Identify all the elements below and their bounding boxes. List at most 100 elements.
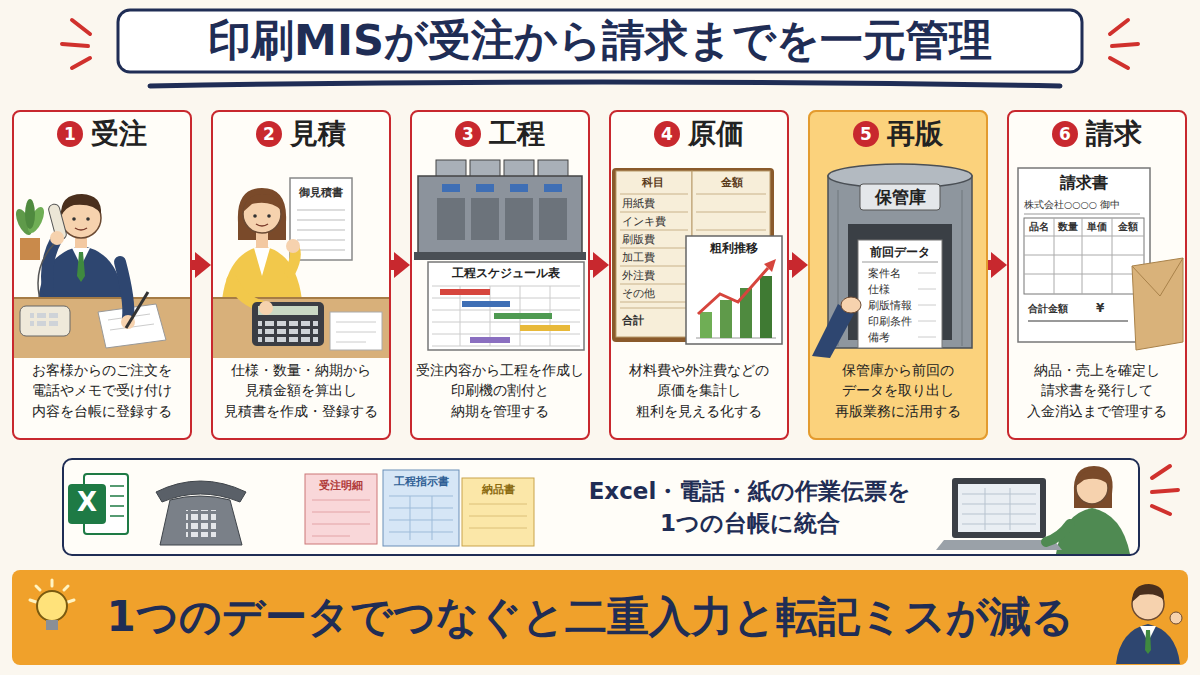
accent-marks <box>62 44 88 46</box>
ledger-figure <box>696 194 766 195</box>
illustration-label: 前回データ <box>858 245 942 259</box>
lightbulb-icon <box>30 600 36 602</box>
illustration-label: その他 <box>622 287 686 300</box>
press-figure <box>414 252 586 260</box>
card-ground <box>410 110 590 440</box>
ledger-figure <box>620 284 688 285</box>
invoice-figure <box>1024 274 1144 275</box>
flow-arrow <box>391 260 396 270</box>
paper-slip-icons <box>469 528 527 529</box>
order-taker-figure <box>86 217 90 221</box>
estimator-figure <box>286 239 300 253</box>
estimator-figure <box>256 232 268 248</box>
press-figure <box>432 298 580 299</box>
accent-marks <box>1110 58 1128 68</box>
accent-marks <box>72 20 90 34</box>
laptop-worker-figure <box>936 466 1130 554</box>
illustration-label: 保管庫 <box>860 187 940 207</box>
storage-figure <box>858 240 942 348</box>
illustration-label: 御見積書 <box>290 186 352 199</box>
paper-slip-icons <box>312 536 350 537</box>
title-banner <box>118 10 1082 86</box>
step-heading: 受注 <box>91 119 147 150</box>
estimator-figure <box>336 332 376 333</box>
estimator-figure <box>254 248 270 276</box>
illustration-label: ¥ <box>1096 301 1112 315</box>
laptop-worker-figure <box>962 504 1036 505</box>
paper-slip-icons <box>312 500 370 501</box>
lightbulb-icon <box>36 586 40 590</box>
estimator-figure <box>330 312 382 350</box>
flow-arrow <box>590 260 595 270</box>
estimator-figure <box>297 230 345 231</box>
title-banner <box>150 82 1060 86</box>
illustration-label: 用紙費 <box>622 197 686 210</box>
illustration-label: 刷版費 <box>622 233 686 246</box>
estimator-figure <box>238 188 286 240</box>
presenter-figure <box>1170 612 1182 624</box>
paper-slip-icons <box>432 496 433 540</box>
press-figure <box>432 322 580 323</box>
ledger-figure <box>620 212 688 213</box>
presenter-figure <box>1116 624 1180 664</box>
accent-marks <box>1152 466 1170 478</box>
storage-figure <box>862 262 938 263</box>
step-heading: 請求 <box>1086 119 1142 150</box>
ledger-figure <box>696 212 766 213</box>
panel-ground <box>62 458 1140 556</box>
ledger-figure <box>720 300 732 338</box>
illustration-label: 数量 <box>1054 221 1082 232</box>
press-figure <box>539 198 567 240</box>
laptop-worker-figure <box>962 494 1036 495</box>
step-description: 納品・売上を確定し 請求書を発行して 入金消込まで管理する <box>1009 360 1185 429</box>
estimator-figure <box>213 178 389 358</box>
laptop-worker-figure <box>1074 466 1113 508</box>
presenter-figure <box>1145 630 1151 654</box>
invoice-figure <box>1018 168 1183 350</box>
accent-marks <box>72 58 90 68</box>
paper-slip-icons <box>469 504 527 505</box>
ledger-figure <box>764 259 776 272</box>
storage-figure <box>918 305 936 306</box>
press-figure <box>428 262 584 350</box>
invoice-figure <box>1024 255 1144 256</box>
laptop-worker-figure <box>962 524 1036 525</box>
invoice-figure <box>1132 258 1183 350</box>
estimator-figure <box>258 318 318 342</box>
order-taker-figure <box>120 262 128 318</box>
estimator-figure <box>336 322 376 323</box>
step-heading: 見積 <box>290 119 346 150</box>
invoice-figure <box>1024 218 1144 294</box>
illustration-label: X <box>68 487 106 518</box>
telephone-icon <box>156 481 246 545</box>
paper-slip-icons <box>469 516 527 517</box>
step-card: 1受注お客様からのご注文を 電話やメモで受け付け 内容を台帳に登録する <box>12 110 192 440</box>
illustration-label: 印刷条件 <box>868 315 928 328</box>
order-taker-figure <box>75 228 87 230</box>
estimator-figure <box>253 214 257 218</box>
illustration-label: 工程スケジュール表 <box>428 266 584 280</box>
flow-arrow <box>988 260 993 270</box>
step-description: お客様からのご注文を 電話やメモで受け付け 内容を台帳に登録する <box>14 360 190 429</box>
presenter-figure <box>1116 584 1182 664</box>
lightbulb-icon <box>37 591 67 621</box>
illustration-label: 納品書 <box>462 483 534 496</box>
step-description: 仕様・数量・納期から 見積金額を算出し 見積書を作成・登録する <box>213 360 389 429</box>
storage-figure <box>841 297 861 313</box>
laptop-worker-figure <box>1046 524 1070 542</box>
estimator-figure <box>252 302 324 346</box>
step-number: 4 <box>654 121 680 147</box>
invoice-figure <box>1132 258 1183 296</box>
spreadsheet-icon <box>110 486 124 516</box>
press-figure <box>432 310 580 311</box>
invoice-figure <box>1054 218 1055 294</box>
spreadsheet-icon <box>68 484 106 524</box>
ledger-figure <box>620 308 688 309</box>
illustration-label: 請求書 <box>1018 173 1150 192</box>
invoice-figure <box>1082 218 1083 294</box>
flow-arrow <box>192 260 197 270</box>
